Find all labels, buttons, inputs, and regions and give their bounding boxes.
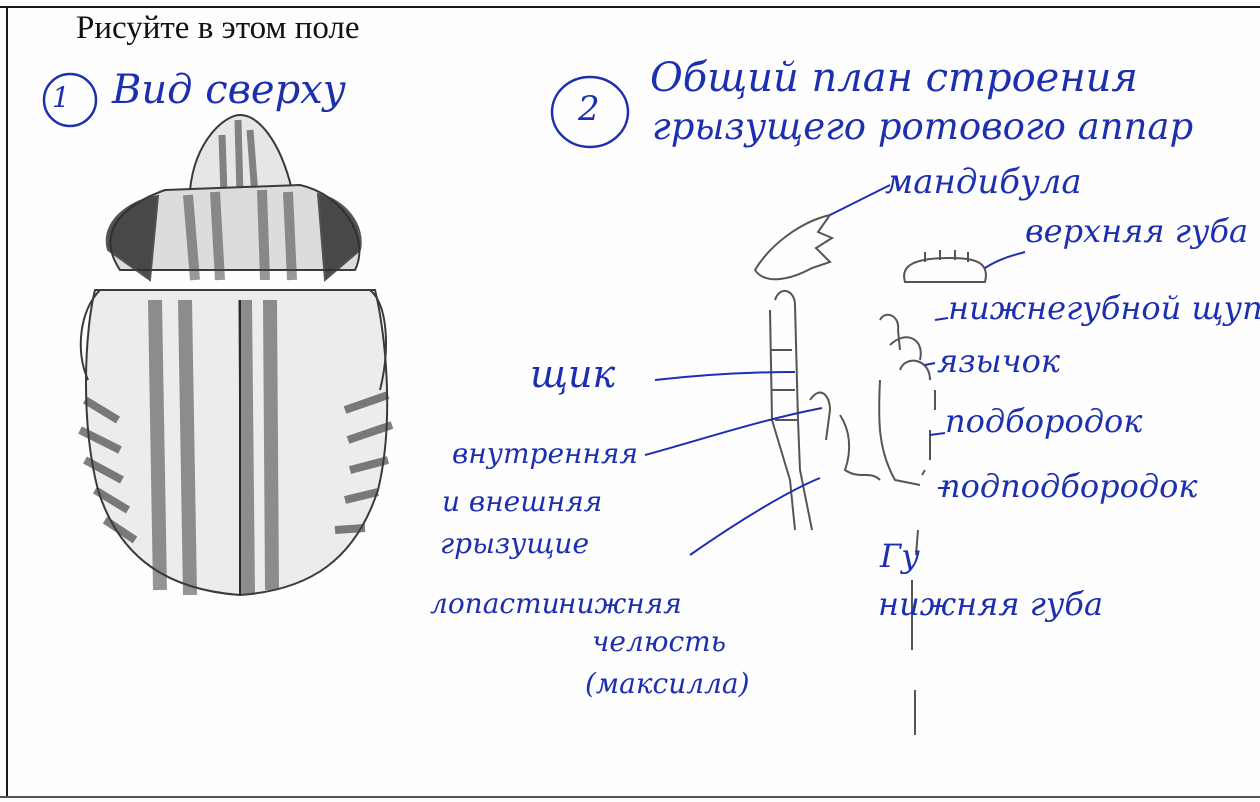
drawing-1-number: 1 <box>52 81 70 114</box>
label-lower-jaw-line-2: челюсть <box>592 625 726 658</box>
label-lower-jaw-line-3: (максилла) <box>585 667 750 700</box>
mouthparts-diagram <box>644 184 1026 735</box>
drawing-2-number: 2 <box>578 89 600 129</box>
frame-bottom-border <box>0 796 1260 798</box>
number-circle-1 <box>42 72 98 128</box>
label-lower-lip: нижняя губа <box>878 585 1104 623</box>
drawing-2-title-line-1: Общий план строения <box>650 55 1138 101</box>
label-lobes-line-4: лопасти <box>430 587 560 620</box>
label-upper-lip: верхняя губа <box>1025 212 1249 250</box>
drawing-2-title-line-2: грызущего ротового аппар <box>652 105 1194 148</box>
label-lower-jaw-line-1: нижняя <box>558 587 682 620</box>
number-circle-2 <box>550 75 630 149</box>
label-chin: подбородок <box>945 402 1143 440</box>
frame-top-border <box>0 6 1260 8</box>
label-tongue: язычок <box>937 342 1060 380</box>
label-lobes-line-2: и внешняя <box>442 485 603 518</box>
beetle-top-view-drawing <box>78 113 394 597</box>
label-palp: щик <box>530 352 616 396</box>
label-lobes-line-3: грызущие <box>440 527 590 560</box>
label-mandible: мандибула <box>885 162 1082 202</box>
label-lower-lip-symbol: Гу <box>880 537 920 575</box>
label-subchin: подподбородок <box>940 467 1198 505</box>
label-lobes-line-1: внутренняя <box>452 437 638 470</box>
drawing-1-title: Вид сверху <box>112 67 346 113</box>
label-labial-palp: нижнегубной щуп <box>948 289 1260 327</box>
frame-left-border <box>6 6 8 798</box>
instruction-text: Рисуйте в этом поле <box>76 10 360 46</box>
